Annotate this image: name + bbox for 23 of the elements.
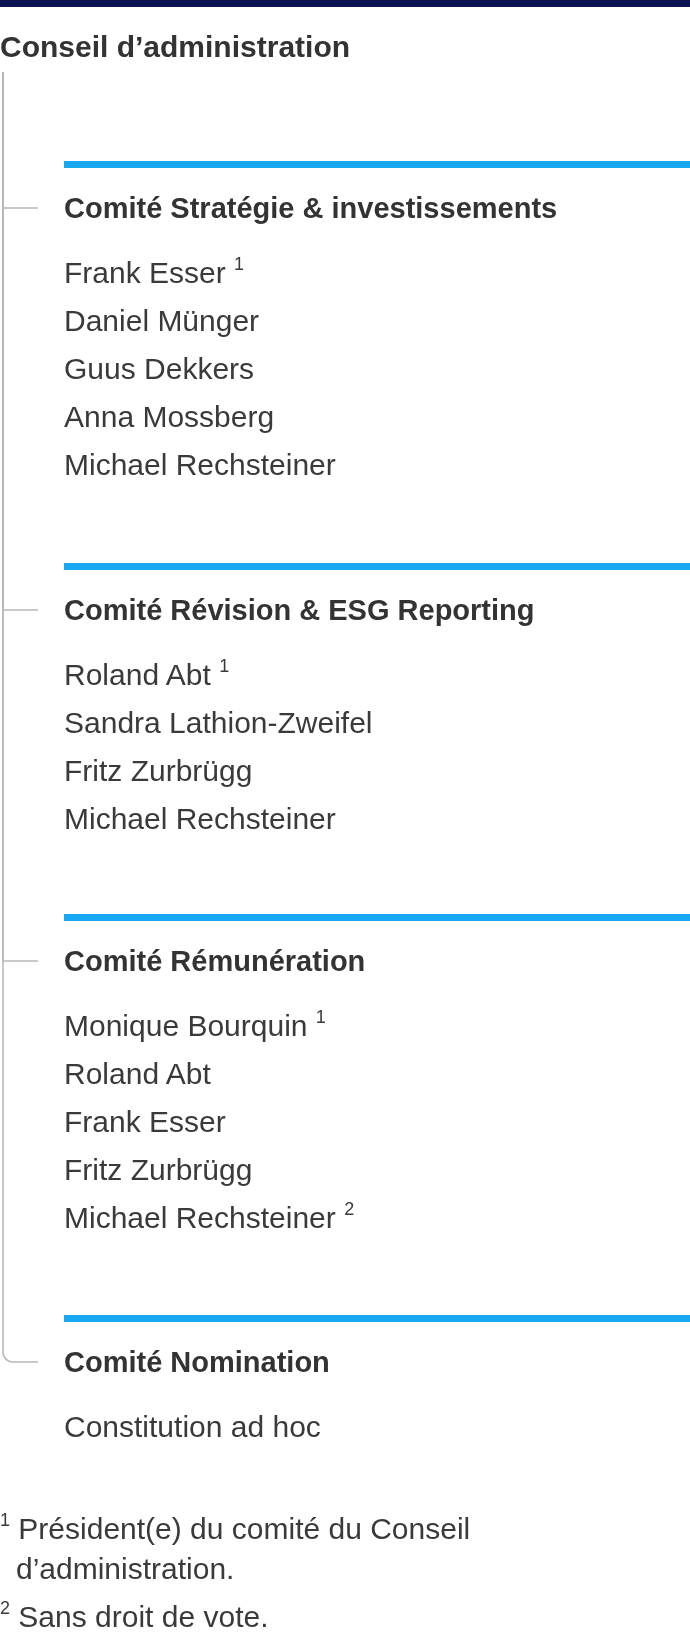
- membership-entry: Michael Rechsteiner: [64, 447, 336, 483]
- membership-entry: Monique Bourquin $^{1}$: [64, 1008, 326, 1044]
- membership-entry: Fritz Zurbrügg: [64, 1152, 253, 1188]
- membership-entry: Sandra Lathion-Zweifel: [64, 705, 373, 741]
- membership-entry: Anna Mossberg: [64, 399, 275, 435]
- membership-entry: Frank Esser: [64, 1104, 226, 1140]
- committee-heading: Comité Stratégie & investissements: [64, 191, 558, 226]
- membership-entry: Constitution ad hoc: [64, 1409, 321, 1445]
- committee-heading: Comité Nomination: [64, 1345, 330, 1380]
- membership-entry: Roland Abt $^{1}$: [64, 657, 230, 693]
- membership-entry: Michael Rechsteiner $^{2}$: [64, 1200, 355, 1236]
- board-title: Conseil d’administration: [0, 25, 351, 69]
- membership-entry: Frank Esser $^{1}$: [64, 255, 245, 291]
- membership-entry: Guus Dekkers: [64, 351, 255, 387]
- membership-entry: Michael Rechsteiner: [64, 801, 336, 837]
- footnote: $^{1}$ Président(e) du comité du Conseil d’administration.: [0, 1509, 472, 1587]
- membership-entry: Daniel Münger: [64, 303, 260, 339]
- committee-heading: Comité Révision & ESG Reporting: [64, 593, 535, 628]
- tree-connector: [2, 71, 39, 1363]
- committee-heading: Comité Rémunération: [64, 944, 366, 979]
- footnote: $^{2}$ Sans droit de vote.: [0, 1597, 270, 1635]
- membership-entry: Roland Abt: [64, 1056, 211, 1092]
- membership-entry: Fritz Zurbrügg: [64, 753, 253, 789]
